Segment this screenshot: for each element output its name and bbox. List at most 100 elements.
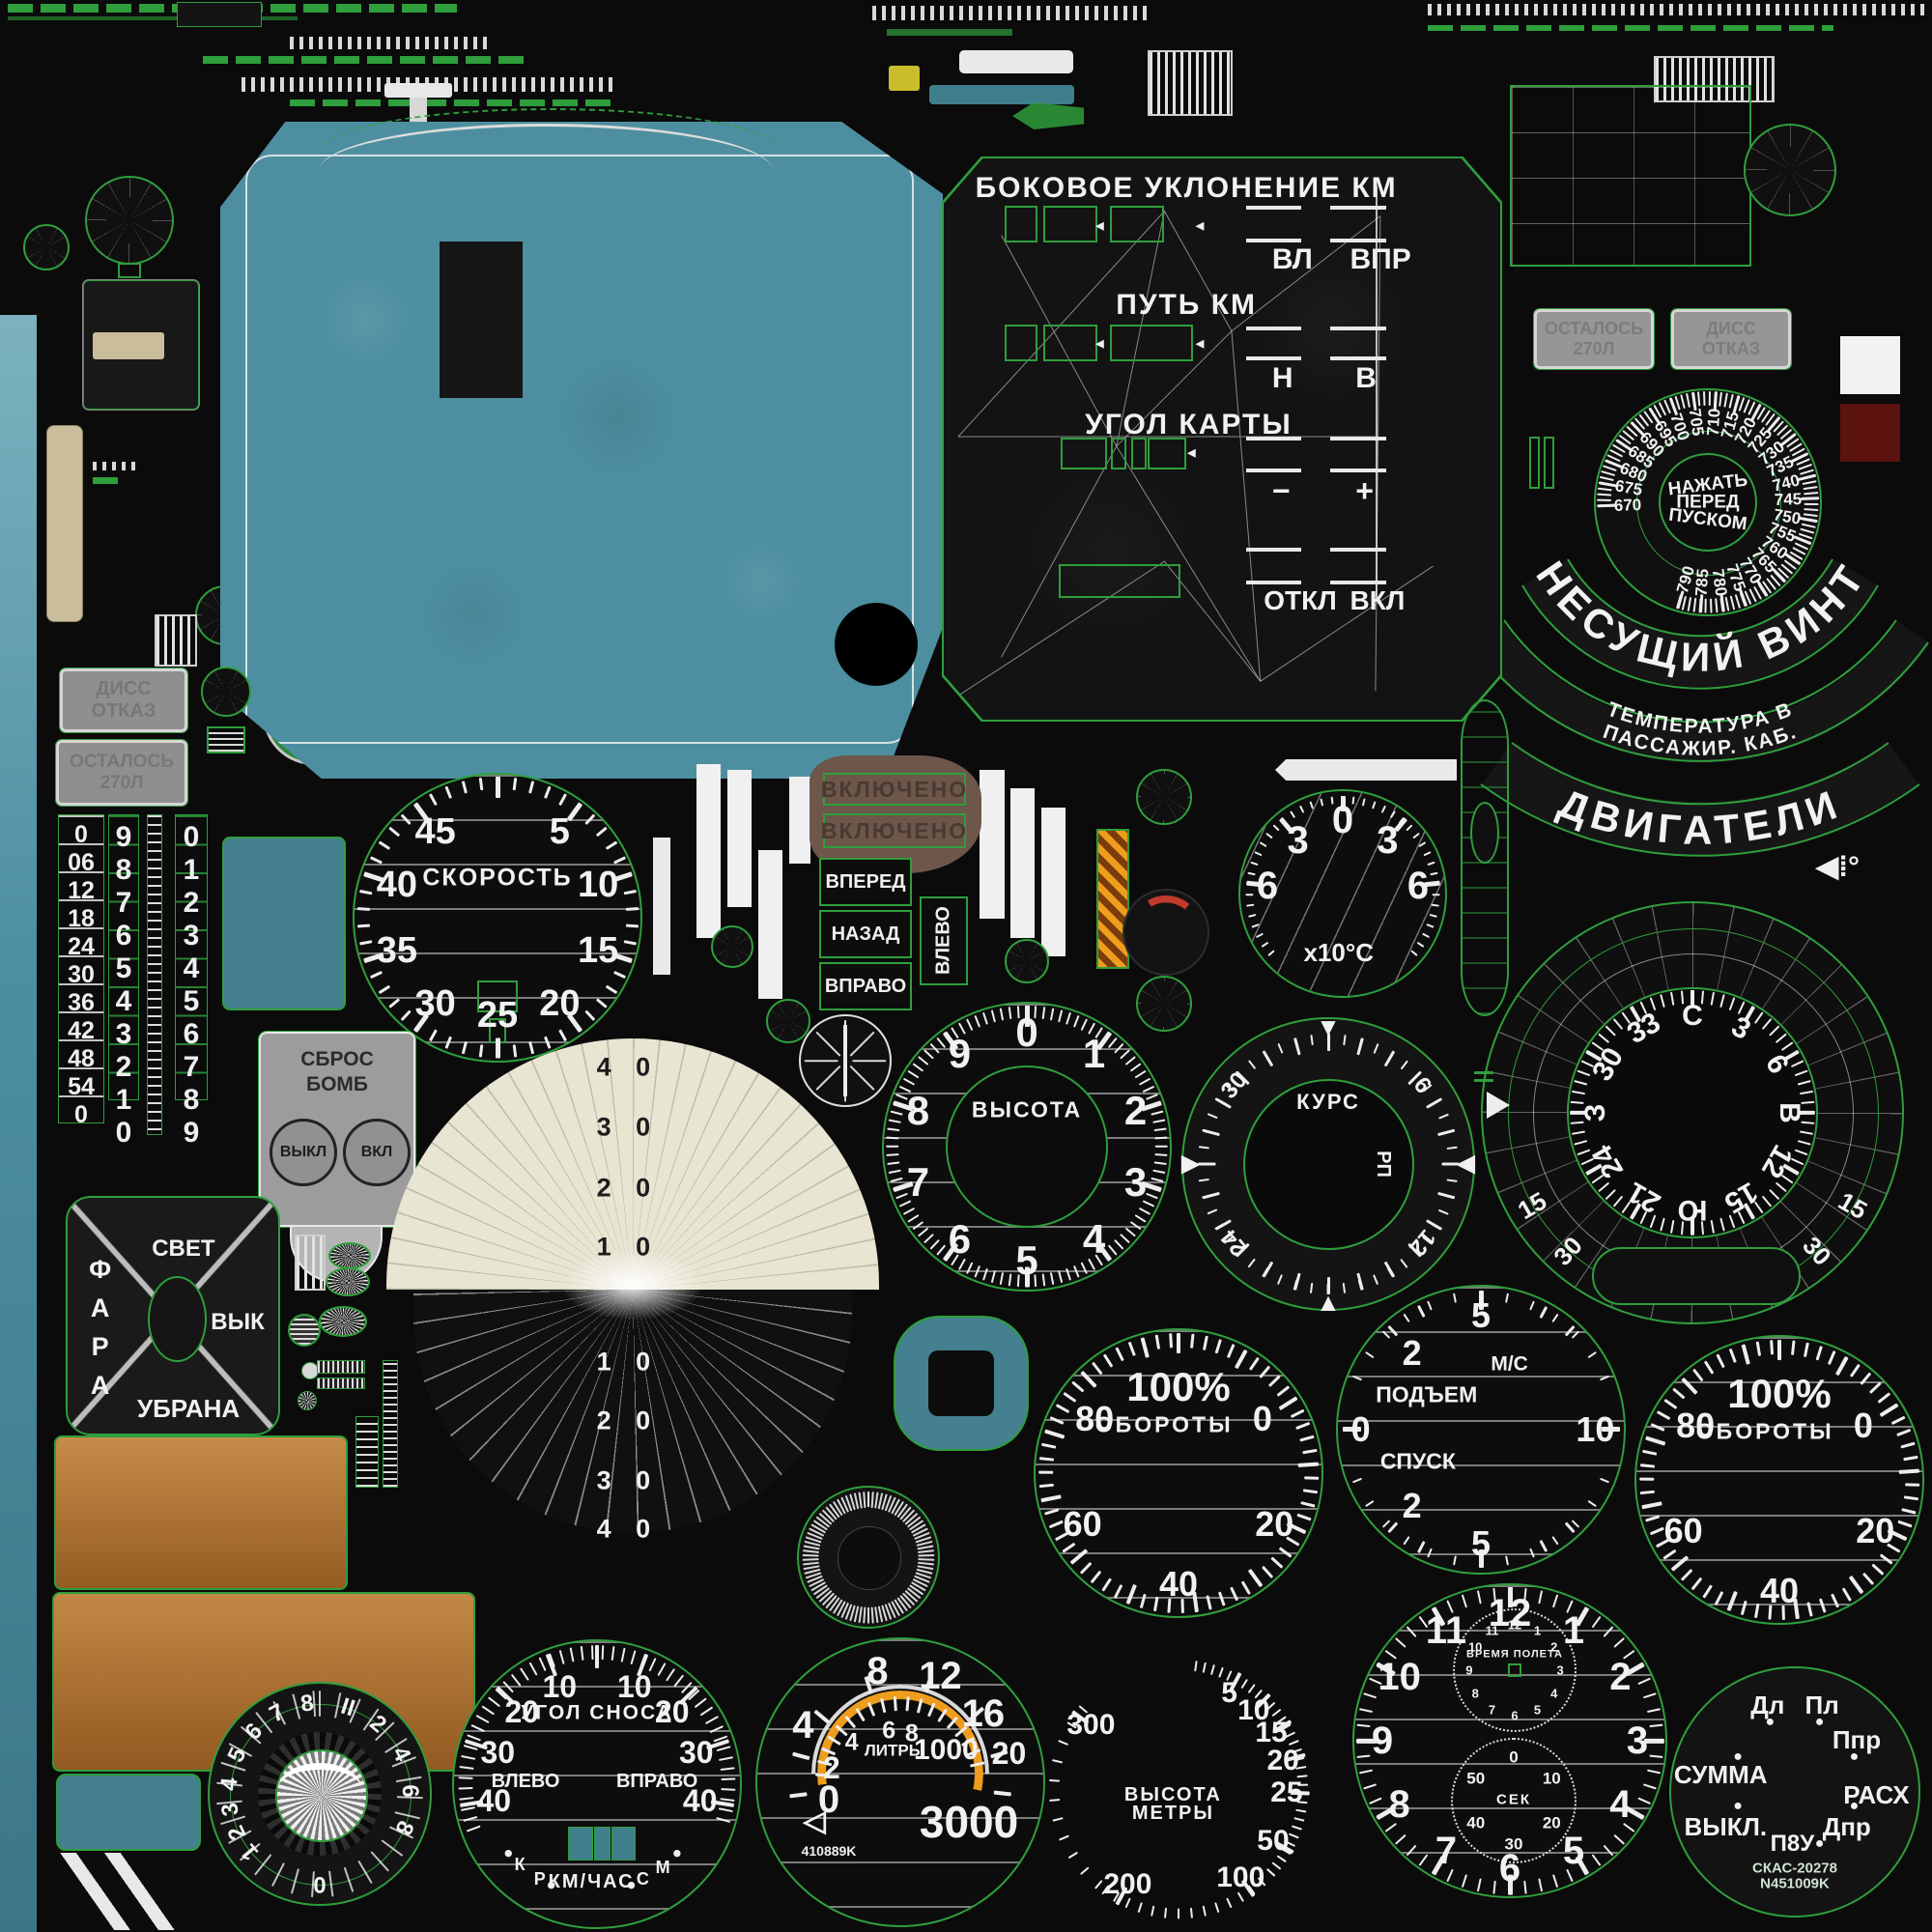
tick-mark: [1591, 1853, 1602, 1866]
tick-mark: [358, 890, 372, 895]
top-strip: [290, 99, 613, 106]
protractor-number: 2 0: [596, 1406, 660, 1435]
scale-line: [1245, 326, 1302, 330]
tick-mark: [443, 785, 452, 799]
dial-number: 10: [1576, 1409, 1615, 1449]
fan-wireframe: [1005, 939, 1049, 983]
teal-panel: [220, 122, 943, 779]
lever-bar[interactable]: [727, 770, 752, 907]
tick-mark: [1848, 1576, 1864, 1595]
tick-mark: [936, 1244, 946, 1256]
searchlight-panel: ФАРА СВЕТ ВЫК УБРАНА: [66, 1196, 280, 1435]
drum-digit: 48: [68, 1045, 95, 1072]
tick-mark: [527, 781, 534, 794]
lever-bar[interactable]: [1010, 788, 1035, 938]
tick-mark: [1278, 1547, 1293, 1558]
searchlight-knob[interactable]: [147, 1275, 207, 1362]
tick-mark: [1290, 810, 1296, 819]
black-circle: [835, 603, 918, 686]
forward-button[interactable]: ВПЕРЕД: [819, 858, 912, 906]
tick-mark: [1343, 1283, 1347, 1293]
tick-mark: [716, 1817, 731, 1824]
limit-mini-gauge: [1122, 889, 1209, 976]
right-button[interactable]: ВПРАВО: [819, 962, 912, 1010]
tick-mark: [893, 1696, 897, 1712]
tick-mark: [999, 1008, 1005, 1021]
tick-mark: [400, 813, 411, 825]
scale-line: [1245, 548, 1302, 553]
tan-block: [93, 332, 164, 359]
tick-mark: [1153, 1597, 1159, 1612]
diss-display-left: ДИСС ОТКАЗ: [59, 668, 188, 733]
compass-rose-small: [799, 1014, 892, 1107]
tick-mark: [1151, 1110, 1164, 1116]
tick-mark: [1638, 1478, 1654, 1481]
lever-bar[interactable]: [696, 764, 721, 938]
tick-mark: [1418, 1853, 1429, 1866]
bomb-off-button[interactable]: ВЫКЛ: [270, 1119, 337, 1186]
lever-bar[interactable]: [1041, 808, 1065, 956]
drift-panel-border: БОКОВОЕ УКЛОНЕНИЕ КМ ВЛ ВПР ПУТЬ КМ Н В …: [942, 156, 1502, 722]
dial-label: КУРС: [1296, 1089, 1360, 1114]
tick-mark: [1146, 1193, 1158, 1200]
dial-number: 670: [1613, 495, 1642, 515]
tick-mark: [1896, 1428, 1911, 1436]
tick-mark: [488, 1696, 500, 1708]
teal-edge-strip: [0, 315, 37, 1932]
dial-number: 4: [1550, 1686, 1558, 1701]
tick-mark: [912, 1221, 923, 1231]
tick-mark: [1380, 806, 1386, 814]
lever-bar[interactable]: [758, 850, 782, 999]
dial-label: ◁: [803, 1805, 826, 1838]
dial-number: 15: [578, 929, 619, 971]
tick-mark: [1049, 1416, 1064, 1425]
tick-mark: [558, 1650, 565, 1665]
handle-bar[interactable]: [959, 50, 1073, 73]
tick-mark: [1134, 1070, 1147, 1079]
tick-mark: [1799, 517, 1818, 524]
tick-mark: [1040, 1443, 1056, 1449]
tick-mark: [1065, 1012, 1071, 1025]
small-knob-wireframe[interactable]: [23, 224, 70, 270]
tick-mark: [1309, 801, 1315, 810]
tick-mark: [867, 1606, 869, 1624]
dial-label: Дпр: [1822, 1811, 1871, 1841]
teal-blob: [894, 1316, 1029, 1451]
bomb-panel-title-2: БОМБ: [305, 1073, 368, 1096]
dial-number: 0: [1509, 1747, 1519, 1767]
lever-bar[interactable]: [653, 838, 670, 975]
t-handle[interactable]: [384, 83, 452, 98]
tick-mark: [378, 985, 390, 995]
back-button[interactable]: НАЗАД: [819, 910, 912, 958]
remaining-display: ОСТАЛОСЬ 270Л: [1533, 308, 1655, 370]
dial-number: 12: [1488, 1591, 1532, 1634]
tick-mark: [1777, 1339, 1781, 1360]
tick-mark: [1207, 1113, 1218, 1120]
tick-mark: [666, 1668, 676, 1682]
green-cell: [1110, 437, 1126, 470]
dial-label: 12: [919, 1655, 962, 1698]
tick-mark: [1860, 1372, 1871, 1385]
tick-mark: [1125, 1584, 1137, 1605]
lever-bar[interactable]: [980, 770, 1005, 919]
tick-mark: [657, 1662, 667, 1677]
lever-bar[interactable]: [789, 777, 810, 864]
dial-label: Ппр: [1832, 1725, 1882, 1755]
tick-mark: [459, 1797, 474, 1802]
drum-digit: 9: [115, 821, 132, 853]
tick-mark: [929, 1239, 940, 1250]
drum-digit: 06: [68, 849, 95, 876]
tick-mark: [528, 1662, 538, 1676]
tick-mark: [1137, 1901, 1143, 1913]
left-button[interactable]: ВЛЕВО: [920, 896, 968, 985]
bomb-on-button[interactable]: ВКЛ: [343, 1119, 411, 1186]
knurled-dial[interactable]: [797, 1486, 940, 1629]
tick-mark: [1040, 1494, 1062, 1503]
tick-mark: [1108, 1037, 1118, 1048]
tick-mark: [1163, 1907, 1168, 1918]
